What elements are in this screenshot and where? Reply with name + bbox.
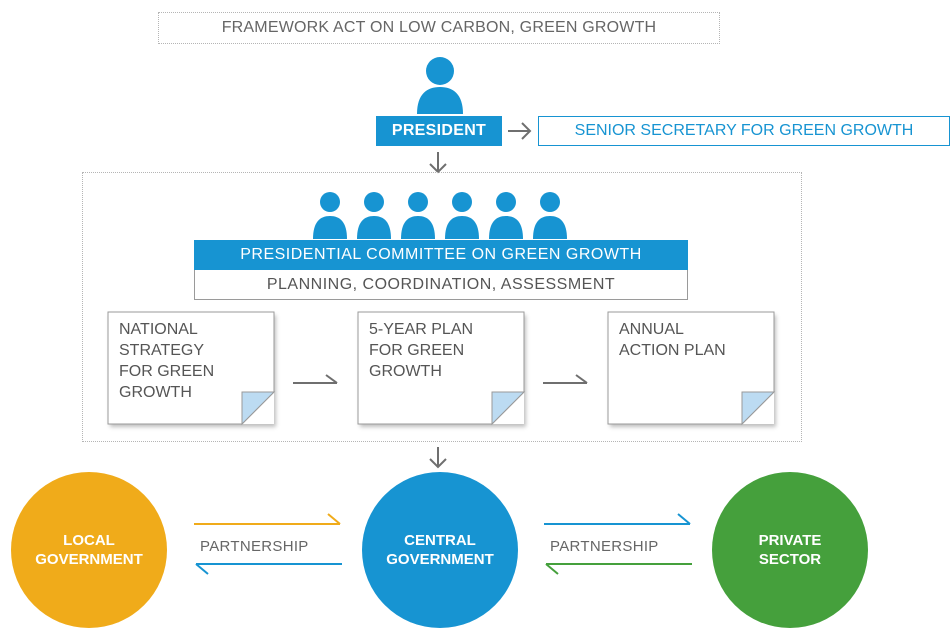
document-annual-action-plan: ANNUAL ACTION PLAN: [607, 311, 776, 426]
document-label: ANNUAL ACTION PLAN: [619, 321, 726, 359]
document-label: NATIONAL STRATEGY FOR GREEN GROWTH: [119, 321, 215, 401]
arrow-right-icon: [508, 122, 532, 140]
senior-secretary-box: SENIOR SECRETARY FOR GREEN GROWTH: [538, 116, 950, 146]
central-government-circle: CENTRAL GOVERNMENT: [362, 472, 518, 628]
arrow-right-icon: [543, 374, 588, 384]
arrow-right-icon: [293, 374, 338, 384]
presidential-committee-box: PRESIDENTIAL COMMITTEE ON GREEN GROWTH: [194, 240, 688, 270]
private-sector-circle: PRIVATE SECTOR: [712, 472, 868, 628]
president-person-icon: [417, 57, 463, 114]
framework-act-label: FRAMEWORK ACT ON LOW CARBON, GREEN GROWT…: [158, 12, 720, 44]
committee-group-frame: [82, 172, 802, 442]
document-label: 5-YEAR PLAN FOR GREEN GROWTH: [369, 321, 474, 380]
partnership-arrows-icon: [194, 513, 342, 575]
document-national-strategy: NATIONAL STRATEGY FOR GREEN GROWTH: [107, 311, 276, 426]
document-five-year-plan: 5-YEAR PLAN FOR GREEN GROWTH: [357, 311, 526, 426]
planning-coordination-box: PLANNING, COORDINATION, ASSESSMENT: [194, 270, 688, 300]
arrow-down-icon: [429, 447, 447, 469]
committee-members-icon: [313, 192, 567, 239]
partnership-arrows-icon: [544, 513, 692, 575]
local-government-circle: LOCAL GOVERNMENT: [11, 472, 167, 628]
partnership-label-right: PARTNERSHIP: [550, 538, 659, 555]
partnership-label-left: PARTNERSHIP: [200, 538, 309, 555]
president-box: PRESIDENT: [376, 116, 502, 146]
